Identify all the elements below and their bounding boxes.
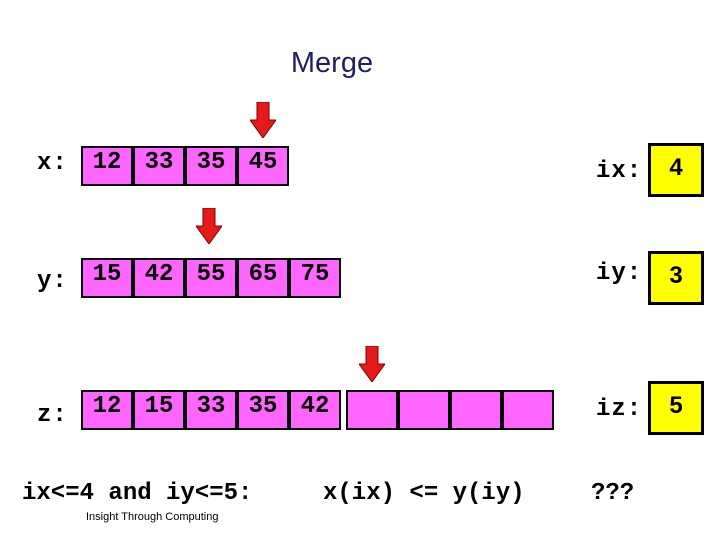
- z-cell: [450, 390, 502, 430]
- x-cell: 45: [237, 146, 289, 186]
- z-cell: 35: [237, 390, 289, 430]
- y-cell: 15: [81, 258, 133, 298]
- y-cell: 55: [185, 258, 237, 298]
- loop-condition-text: ix<=4 and iy<=5:: [22, 480, 253, 507]
- z-cell: 33: [185, 390, 237, 430]
- y-pointer-arrow-icon: [196, 208, 222, 244]
- slide-title: Merge: [290, 47, 374, 79]
- x-pointer-arrow-icon: [250, 102, 276, 138]
- comparison-text: x(ix) <= y(iy): [323, 480, 525, 507]
- iy-label: iy:: [596, 260, 643, 287]
- question-text: ???: [591, 480, 635, 507]
- y-row-label: y:: [37, 268, 68, 295]
- z-row-label: z:: [37, 402, 68, 429]
- y-cell: 42: [133, 258, 185, 298]
- z-cell: [346, 390, 398, 430]
- iy-value-box: 3: [648, 251, 704, 305]
- ix-label: ix:: [596, 158, 643, 185]
- x-cell: 33: [133, 146, 185, 186]
- iz-label: iz:: [596, 396, 643, 423]
- z-pointer-arrow-icon: [359, 346, 385, 382]
- footer-text: Insight Through Computing: [86, 511, 219, 523]
- z-cell: 42: [289, 390, 341, 430]
- ix-value-box: 4: [648, 143, 704, 197]
- x-cell: 12: [81, 146, 133, 186]
- iz-value-box: 5: [648, 381, 704, 435]
- z-cell: [502, 390, 554, 430]
- x-cell: 35: [185, 146, 237, 186]
- z-cell: [398, 390, 450, 430]
- z-cell: 15: [133, 390, 185, 430]
- x-row-label: x:: [37, 150, 68, 177]
- y-cell: 75: [289, 258, 341, 298]
- z-cell: 12: [81, 390, 133, 430]
- y-cell: 65: [237, 258, 289, 298]
